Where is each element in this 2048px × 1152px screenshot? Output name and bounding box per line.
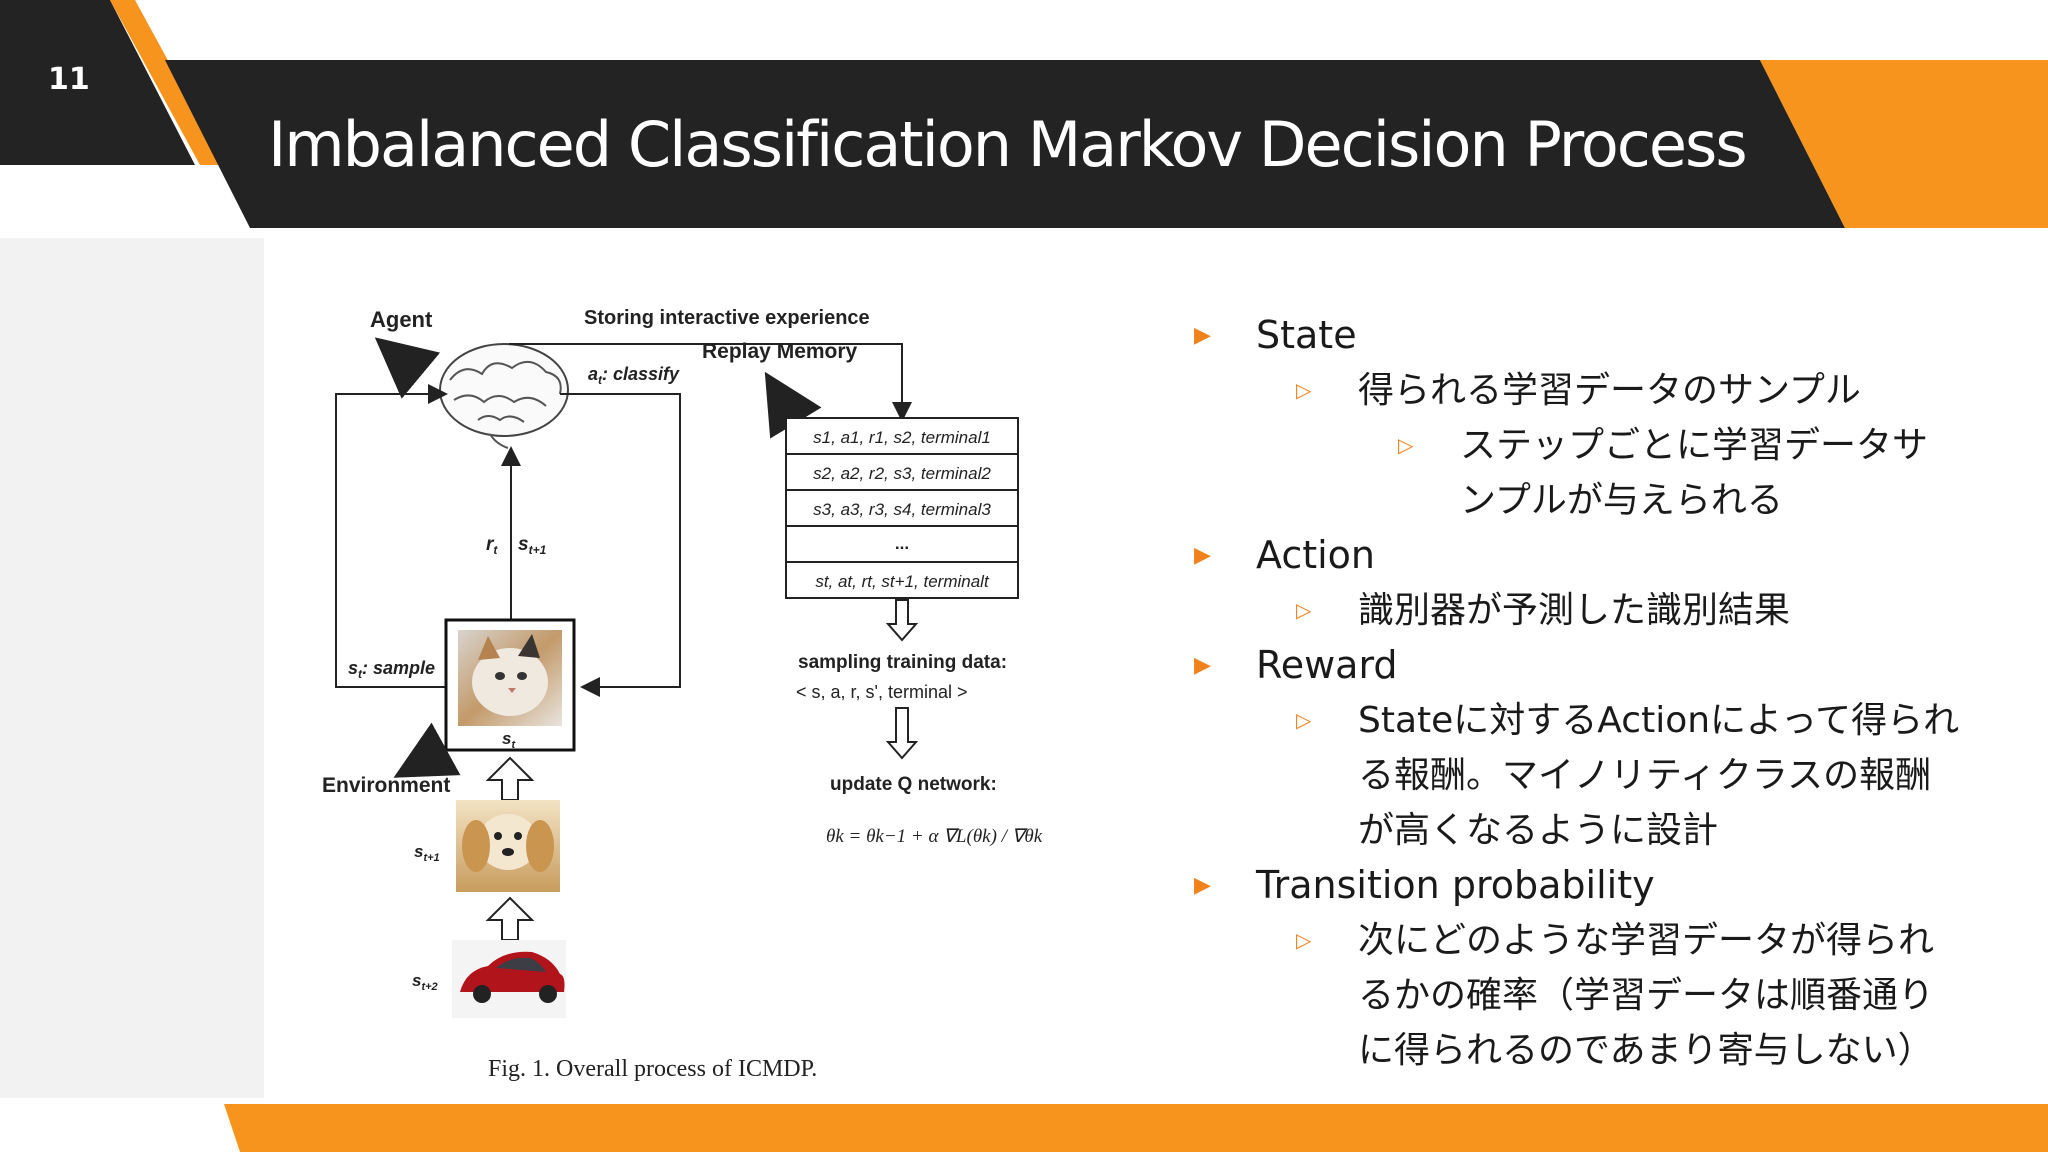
title-band-accent — [1760, 60, 2048, 228]
title-band — [165, 60, 1845, 228]
memory-row: s2, a2, r2, s3, terminal2 — [813, 464, 991, 483]
reward-label: rt — [486, 534, 498, 557]
svg-text:st+1: st+1 — [518, 534, 547, 557]
bullet-marker-icon: ▷ — [1296, 378, 1312, 402]
s-t2-label: st+2 — [412, 971, 438, 993]
environment-label: Environment — [322, 774, 450, 797]
action-arrow — [560, 393, 681, 697]
update-equation: θk = θk−1 + α ∇L(θk) / ∇θk — [826, 826, 1043, 847]
svg-text:st: st — [502, 729, 516, 751]
state-label: st — [502, 729, 516, 751]
slide-title: Imbalanced Classification Markov Decisio… — [268, 108, 1748, 181]
bullet-reward: ▶Reward — [1190, 638, 2030, 693]
bullet-marker-icon: ▶ — [1194, 323, 1211, 348]
action-classify-label: at: classify — [588, 364, 680, 387]
sample-loop-arrow — [335, 384, 448, 688]
bullet-marker-icon: ▷ — [1398, 433, 1414, 457]
bullet-reward-detail-cont: る報酬。マイノリティクラスの報酬 — [1358, 755, 1932, 796]
s-t1-label: st+1 — [414, 842, 440, 864]
cat-image — [458, 630, 562, 726]
bullet-marker-icon: ▷ — [1296, 598, 1312, 622]
bullet-action: ▶Action — [1190, 528, 2030, 583]
bullet-state-subdetail: ▷ステップごとに学習データサ — [1190, 418, 2030, 473]
left-grey-panel — [0, 238, 264, 1098]
hollow-down-arrow-2 — [885, 707, 919, 760]
memory-row: s1, a1, r1, s2, terminal1 — [813, 428, 991, 447]
sampling-label: sampling training data: — [798, 652, 1007, 673]
bullet-list: ▶State ▷得られる学習データのサンプル ▷ステップごとに学習データサ ンプ… — [1190, 308, 2030, 1078]
environment-arrow — [393, 722, 461, 778]
figure-caption: Fig. 1. Overall process of ICMDP. — [488, 1056, 817, 1082]
svg-text:st: sample: st: sample — [348, 658, 435, 681]
bullet-marker-icon: ▷ — [1296, 928, 1312, 952]
bullet-marker-icon: ▶ — [1194, 873, 1211, 898]
slide-number: 11 — [48, 62, 90, 97]
next-state-label: st+1 — [518, 534, 547, 557]
tuple-label: < s, a, r, s', terminal > — [796, 682, 968, 702]
agent-arrow — [374, 337, 441, 399]
car-image — [452, 940, 566, 1018]
bullet-state-detail: ▷得られる学習データのサンプル — [1190, 363, 2030, 418]
bullet-transition-detail-cont: るかの確率（学習データは順番通り — [1358, 975, 1935, 1016]
storing-experience-label: Storing interactive experience — [584, 307, 870, 329]
memory-row: st, at, rt, st+1, terminalt — [815, 572, 990, 591]
hollow-up-arrow-1 — [485, 756, 535, 801]
bullet-transition: ▶Transition probability — [1190, 858, 2030, 913]
bullet-transition-detail: ▷次にどのような学習データが得られ — [1190, 913, 2030, 968]
dog-image — [456, 800, 560, 892]
slide-number-box — [0, 0, 195, 165]
update-q-label: update Q network: — [830, 774, 997, 795]
replay-memory-arrow — [764, 371, 822, 439]
memory-row: s3, a3, r3, s4, terminal3 — [813, 500, 991, 519]
hollow-up-arrow-2 — [485, 896, 535, 941]
bullet-state: ▶State — [1190, 308, 2030, 363]
svg-text:rt: rt — [486, 534, 498, 557]
bullet-marker-icon: ▶ — [1194, 653, 1211, 678]
hollow-down-arrow-1 — [885, 599, 919, 642]
svg-text:st+2: st+2 — [412, 971, 438, 993]
memory-row: ... — [895, 534, 909, 553]
bullet-state-subdetail-cont: ンプルが与えられる — [1460, 480, 1783, 521]
bottom-orange-band — [224, 1104, 2048, 1152]
bullet-reward-detail: ▷Stateに対するActionによって得られ — [1190, 693, 2030, 748]
icmdp-diagram: Agent Storing interactive experience Rep… — [322, 307, 1043, 1082]
svg-text:at: classify: at: classify — [588, 364, 680, 387]
bullet-marker-icon: ▶ — [1194, 543, 1211, 568]
state-sample-label: st: sample — [348, 658, 435, 681]
bullet-action-detail: ▷識別器が予測した識別結果 — [1190, 583, 2030, 638]
brain-icon — [439, 343, 569, 449]
replay-memory-label: Replay Memory — [702, 340, 858, 363]
icmdp-figure: Agent Storing interactive experience Rep… — [264, 270, 1168, 1090]
agent-label: Agent — [370, 307, 433, 332]
storing-arrow — [509, 343, 912, 422]
bullet-transition-detail-cont: に得られるのであまり寄与しない） — [1358, 1030, 1934, 1071]
svg-text:st+1: st+1 — [414, 842, 440, 864]
replay-memory-table: s1, a1, r1, s2, terminal1 s2, a2, r2, s3… — [785, 417, 1019, 599]
bullet-marker-icon: ▷ — [1296, 708, 1312, 732]
orange-diagonal-stripe — [110, 0, 225, 165]
bullet-reward-detail-cont: が高くなるように設計 — [1358, 810, 1719, 851]
